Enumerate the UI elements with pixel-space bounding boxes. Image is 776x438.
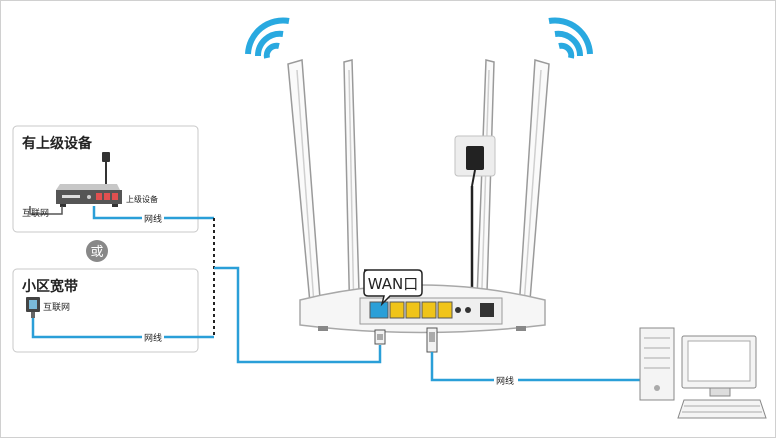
broadband-panel: 小区宽带 互联网 网线 <box>12 268 214 353</box>
wall-socket-icon <box>26 297 40 318</box>
router-device <box>287 59 550 334</box>
modem-device <box>56 152 122 207</box>
power-adapter-icon <box>454 135 496 312</box>
lan-port <box>421 301 437 319</box>
wifi-signal-left-icon <box>245 17 290 59</box>
rj45-plug-icon <box>374 329 386 345</box>
upstream-device-panel: 有上级设备 上级设备 互联网 网线 <box>12 125 214 233</box>
upstream-device-label: 上级设备 <box>126 194 158 204</box>
broadband-panel-title: 小区宽带 <box>22 278 78 295</box>
reset-button <box>455 307 461 313</box>
desktop-computer-icon <box>639 327 767 419</box>
pc-cable-label: 网线 <box>496 375 514 387</box>
rj45-plug-icon <box>426 327 438 353</box>
wifi-signal-right-icon <box>548 17 593 59</box>
power-port <box>480 303 494 317</box>
lan-cable <box>430 352 640 382</box>
upstream-cable-label: 网线 <box>144 213 162 225</box>
wan-callout: WAN口 <box>363 269 423 307</box>
internet-line <box>29 206 63 215</box>
upstream-internet-label: 互联网 <box>22 208 49 219</box>
or-badge: 或 <box>86 240 108 262</box>
wan-cable <box>214 266 382 364</box>
upstream-panel-title: 有上级设备 <box>22 135 93 152</box>
lan-port <box>437 301 453 319</box>
broadband-internet-label: 互联网 <box>43 302 70 313</box>
upstream-cable <box>92 206 214 220</box>
wan-label: WAN口 <box>368 275 419 293</box>
lan-port <box>405 301 421 319</box>
wps-button <box>465 307 471 313</box>
wan-port <box>369 301 389 319</box>
or-label: 或 <box>90 245 103 260</box>
lan-port <box>389 301 405 319</box>
broadband-cable-label: 网线 <box>144 332 162 344</box>
